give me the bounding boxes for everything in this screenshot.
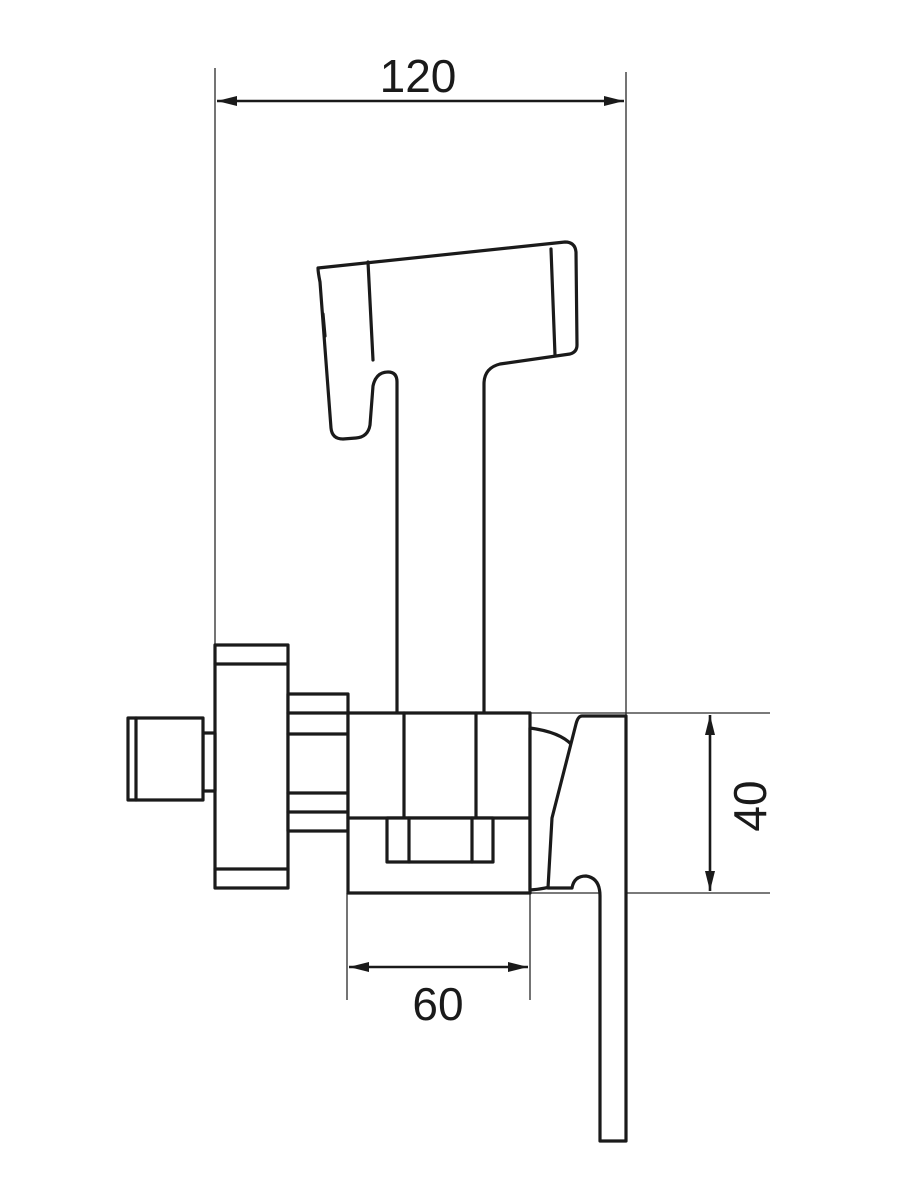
dimension-body-depth: 60	[349, 962, 528, 1030]
dimension-label-body-height: 40	[724, 780, 776, 831]
extension-lines	[214, 68, 770, 1000]
dimension-label-body-depth: 60	[412, 978, 463, 1030]
lever-handle	[528, 714, 628, 1143]
lever-handle-body	[546, 714, 628, 1143]
wall-flange	[213, 643, 290, 890]
mixer-body	[346, 711, 532, 895]
dimension-body-height: 40	[705, 715, 776, 891]
hand-shower-button-mark	[321, 312, 327, 338]
dimension-label-overall-width: 120	[380, 50, 457, 102]
hand-shower-head	[316, 240, 579, 717]
hand-shower	[316, 240, 579, 717]
hose-outlet	[385, 816, 495, 864]
dimension-overall-width: 120	[217, 50, 624, 106]
hand-shower-seam	[366, 260, 375, 362]
inlet-connector	[126, 716, 217, 802]
hand-shower-nozzle-face	[549, 247, 557, 357]
body-collar	[286, 692, 350, 833]
mixer-body-outline	[346, 711, 532, 895]
